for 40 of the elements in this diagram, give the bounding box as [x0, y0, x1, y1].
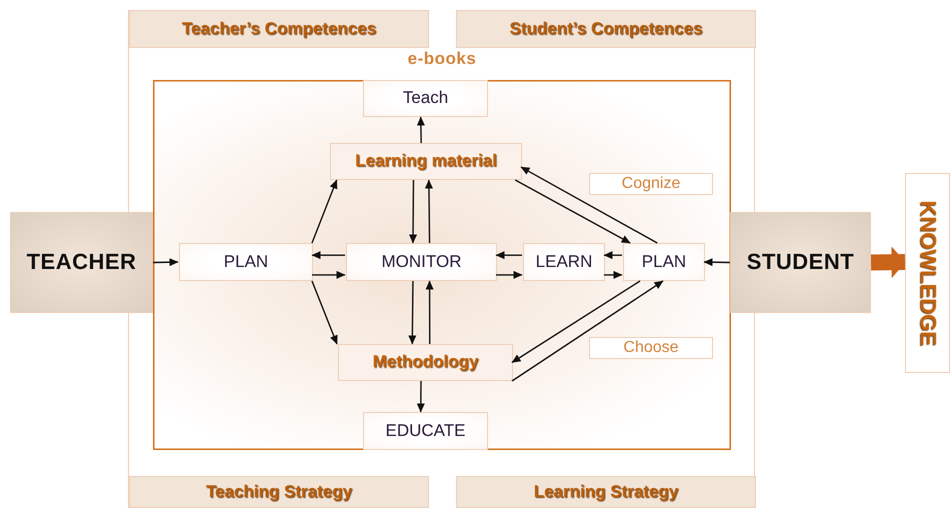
process-box: Teach — [363, 80, 488, 117]
actor-box: TEACHER — [10, 212, 153, 313]
arrow — [604, 270, 622, 279]
arrow — [424, 180, 433, 243]
block-arrow — [870, 246, 906, 278]
arrow — [512, 280, 664, 382]
arrow — [311, 180, 338, 244]
process-box: MONITOR — [346, 243, 497, 281]
process-box: PLAN — [623, 243, 705, 281]
arrow — [604, 251, 622, 260]
arrow — [514, 179, 631, 244]
vertical-label: KNOWLEDGE — [915, 200, 940, 346]
actor-box: STUDENT — [730, 212, 871, 313]
frame-heading: e-books — [408, 50, 476, 69]
heading-tab: Student’s Competences — [456, 10, 756, 48]
process-box: EDUCATE — [363, 412, 488, 450]
arrow — [426, 280, 434, 344]
arrow — [312, 251, 345, 260]
arrow — [152, 258, 178, 266]
result-box — [905, 173, 950, 373]
concept-box: Methodology — [338, 344, 513, 381]
arrow — [520, 166, 658, 244]
action-box: Choose — [589, 337, 713, 359]
heading-tab: Teaching Strategy — [129, 476, 429, 508]
arrow — [512, 280, 640, 364]
arrow — [312, 270, 346, 279]
arrow — [408, 281, 416, 344]
heading-tab: Teacher’s Competences — [129, 10, 429, 48]
process-box: PLAN — [179, 243, 313, 281]
arrow — [496, 270, 522, 279]
heading-tab: Learning Strategy — [456, 476, 756, 508]
arrow — [409, 180, 418, 244]
concept-box: Learning material — [330, 143, 522, 180]
arrow — [496, 251, 522, 260]
action-box: Cognize — [589, 173, 713, 195]
process-box: LEARN — [523, 243, 605, 281]
arrow — [416, 381, 425, 412]
arrow — [311, 280, 338, 344]
arrow — [704, 258, 730, 266]
arrow — [416, 116, 425, 144]
